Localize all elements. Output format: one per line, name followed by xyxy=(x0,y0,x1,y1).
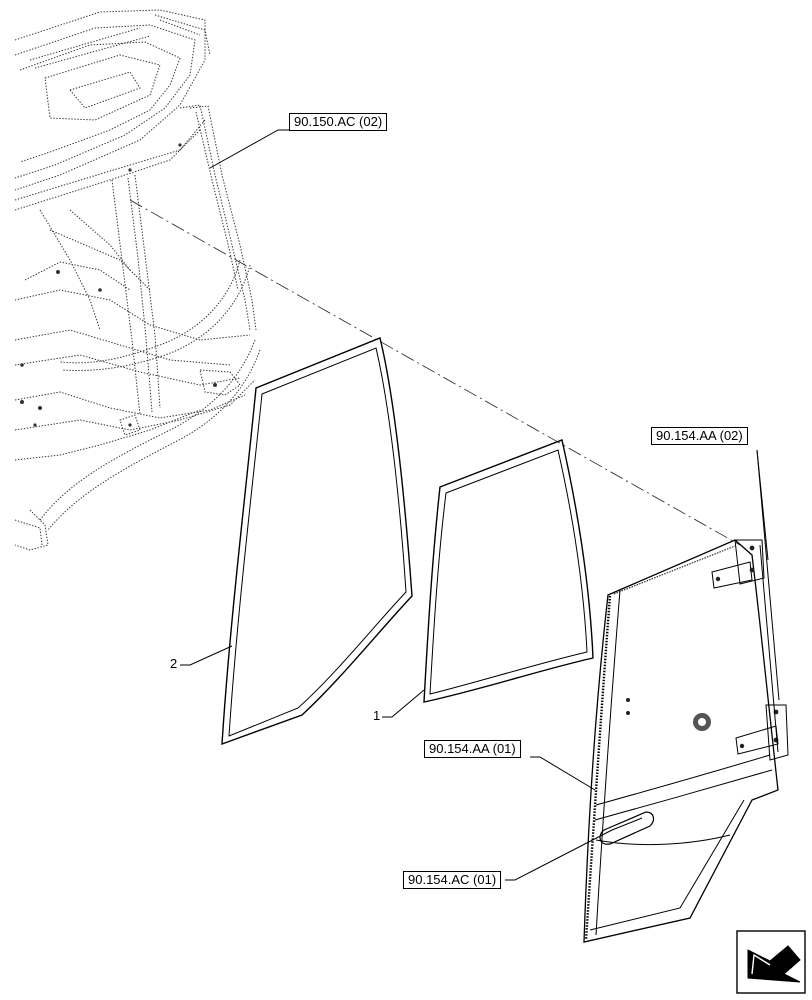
glass-part xyxy=(423,439,594,703)
ref-label-door: 90.154.AA (01) xyxy=(424,740,521,758)
cab-frame xyxy=(14,9,261,551)
arrow-icon[interactable] xyxy=(736,930,806,994)
ref-label-cab-frame: 90.150.AC (02) xyxy=(289,113,388,131)
hinge-pin xyxy=(759,544,779,753)
outer-seal-part xyxy=(221,337,413,746)
door-assembly xyxy=(583,539,789,943)
ref-label-handle: 90.154.AC (01) xyxy=(403,871,502,889)
ref-label-hinges: 90.154.AA (02) xyxy=(651,427,748,445)
item-number-2: 2 xyxy=(170,656,178,671)
door-details xyxy=(626,545,779,749)
cab-frame-bolts xyxy=(20,143,217,427)
alignment-axis xyxy=(129,199,741,546)
leader-lines xyxy=(180,129,780,881)
item-number-1: 1 xyxy=(373,708,381,723)
